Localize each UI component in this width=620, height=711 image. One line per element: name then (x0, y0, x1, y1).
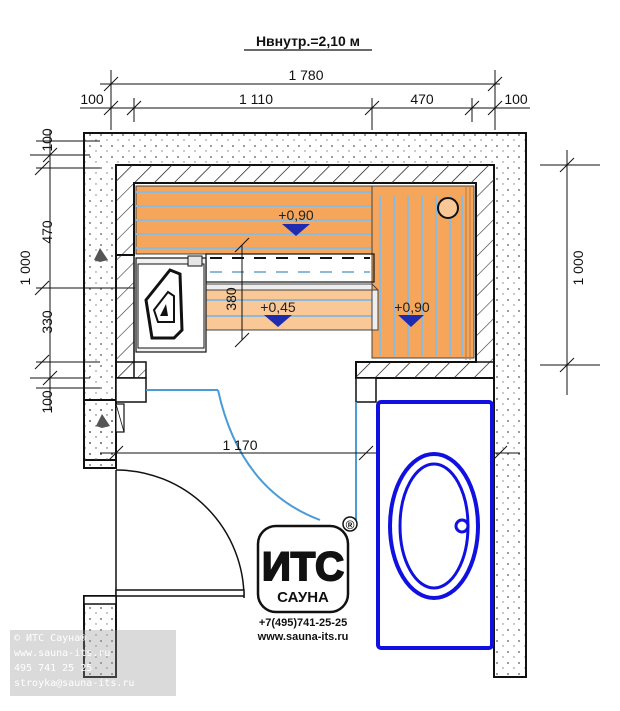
dim-inner-width: 1 110 (239, 91, 273, 107)
watermark-line: © ИТС Сауна® (14, 633, 87, 644)
stove-heater (135, 255, 207, 353)
level-marker-side-icon (398, 315, 424, 327)
level-side-bench: +0,90 (394, 299, 430, 315)
light-fixture-icon (437, 197, 459, 219)
watermark-line: 495 741 25 25 (14, 663, 93, 674)
plan-title: Нвнутр.=2,10 м (256, 33, 360, 49)
logo-letters: ИТС (262, 545, 344, 589)
watermark-line: www.sauna-its.ru (14, 648, 111, 659)
level-upper-bench: +0,90 (278, 207, 314, 223)
right-dimensions (540, 150, 600, 395)
entrance-door (115, 469, 245, 599)
marker-triangle-icon (96, 414, 110, 428)
sauna-door (146, 389, 321, 521)
wall-stub-door (83, 399, 117, 469)
dim-left-upper: 470 (39, 220, 55, 244)
dim-left-total: 1 000 (17, 250, 33, 285)
watermark-line: stroyka@sauna-its.ru (14, 678, 135, 689)
bathtub (376, 400, 494, 650)
dim-right-total: 1 000 (570, 250, 586, 285)
logo-website: www.sauna-its.ru (257, 631, 349, 643)
its-sauna-logo: ИТС САУНА ® +7(495)741-25-25 www.sauna-i… (257, 516, 358, 643)
top-dimensions (80, 70, 530, 130)
logo-name: САУНА (277, 589, 329, 606)
level-lower-bench: +0,45 (260, 299, 296, 315)
dim-left-lower: 330 (39, 310, 55, 334)
dim-bench-width: 470 (410, 91, 434, 107)
level-marker-lower-icon (264, 315, 292, 327)
dim-washroom-width: 1 170 (222, 437, 257, 453)
dim-wall-left: 100 (80, 91, 104, 107)
dim-left-bottom: 100 (39, 390, 55, 414)
dim-wall-right: 100 (504, 91, 528, 107)
dim-bench-gap: 380 (223, 287, 239, 311)
dim-left-top: 100 (39, 128, 55, 152)
drain-icon (454, 518, 470, 534)
marker-triangle-icon (94, 248, 108, 262)
watermark: © ИТС Сауна® www.sauna-its.ru 495 741 25… (10, 630, 176, 696)
upper-bench-slats (136, 191, 374, 249)
logo-registered: ® (346, 518, 355, 532)
side-bench-slats (379, 196, 463, 356)
level-marker-upper-icon (282, 224, 310, 236)
logo-phone: +7(495)741-25-25 (259, 617, 347, 629)
dim-total-width: 1 780 (288, 67, 323, 83)
